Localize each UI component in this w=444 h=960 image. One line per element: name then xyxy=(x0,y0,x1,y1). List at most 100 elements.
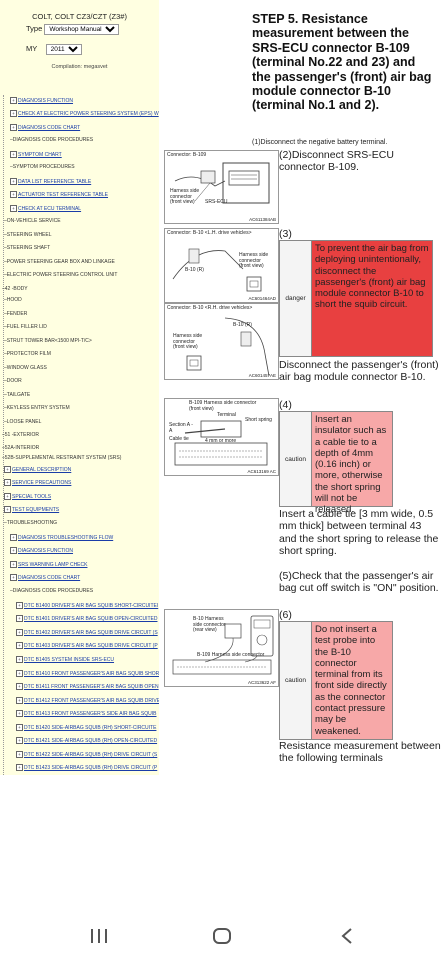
tree-item[interactable]: +DIAGNOSIS FUNCTION xyxy=(10,547,73,554)
expand-icon[interactable]: + xyxy=(4,466,11,473)
figure-code: AC613169 AC xyxy=(247,469,276,474)
label-section: Section A - A xyxy=(169,422,193,434)
expand-icon[interactable]: + xyxy=(16,710,23,717)
tree-item[interactable]: –KEYLESS ENTRY SYSTEM xyxy=(4,405,70,411)
expand-icon[interactable]: + xyxy=(16,629,23,636)
tree-item-label: FENDER xyxy=(6,311,28,317)
expand-icon[interactable]: + xyxy=(16,764,23,771)
expand-icon[interactable]: + xyxy=(10,124,17,131)
tree-item[interactable]: +DTC B1410 FRONT PASSENGER'S AIR BAG SQU… xyxy=(16,670,159,677)
tree-item[interactable]: –52A-INTERIOR xyxy=(2,445,39,451)
tree-item[interactable]: +DIAGNOSIS CODE CHART xyxy=(10,574,80,581)
tree-item[interactable]: –52B-SUPPLEMENTAL RESTRAINT SYSTEM (SRS) xyxy=(2,455,121,461)
tree-item[interactable]: +DTC B1422 SIDE-AIRBAG SQUIB (RH) DRIVE … xyxy=(16,751,157,758)
tree-item[interactable]: +DTC B1400 DRIVER'S AIR BAG SQUIB SHORT-… xyxy=(16,602,158,609)
tree-item[interactable]: +DTC B1401 DRIVER'S AIR BAG SQUIB OPEN-C… xyxy=(16,615,157,622)
expand-icon[interactable]: + xyxy=(16,656,23,663)
tree-item[interactable]: +DTC B1403 DRIVER'S AIR BAG SQUIB DRIVE … xyxy=(16,642,158,649)
tree-item[interactable]: –STRUT TOWER BAR<1500 MPI-T/C> xyxy=(4,338,92,344)
expand-icon[interactable]: + xyxy=(16,724,23,731)
tree-item[interactable]: –STEERING SHAFT xyxy=(4,245,50,251)
expand-icon[interactable]: + xyxy=(16,751,23,758)
tree-item[interactable]: –TROUBLESHOOTING xyxy=(4,520,57,526)
tree-item-label: 42 -BODY xyxy=(4,286,28,292)
tree-item-label: 52B-SUPPLEMENTAL RESTRAINT SYSTEM (SRS) xyxy=(4,455,122,461)
tree-item[interactable]: –POWER STEERING GEAR BOX AND LINKAGE xyxy=(4,259,115,265)
tree-item[interactable]: –STEERING WHEEL xyxy=(4,232,52,238)
tree-item[interactable]: +CHECK AT ELECTRIC POWER STEERING SYSTEM… xyxy=(10,110,159,117)
expand-icon[interactable]: + xyxy=(10,534,17,541)
expand-icon[interactable]: + xyxy=(10,110,17,117)
tree-item[interactable]: –WINDOW GLASS xyxy=(4,365,47,371)
tree-item[interactable]: –TAILGATE xyxy=(4,392,30,398)
tree-item[interactable]: +TEST EQUIPMENTS xyxy=(4,506,59,513)
label-b109: B-109 Harness side connector xyxy=(197,652,265,658)
tree-item[interactable]: –HOOD xyxy=(4,297,22,303)
expand-icon[interactable]: + xyxy=(16,683,23,690)
tree-item[interactable]: +DIAGNOSIS TROUBLESHOOTING FLOW xyxy=(10,534,113,541)
tree-item[interactable]: +DTC B1411 FRONT PASSENGER'S AIR BAG SQU… xyxy=(16,683,159,690)
expand-icon[interactable]: + xyxy=(10,178,17,185)
tree-item[interactable]: –FUEL FILLER LID xyxy=(4,324,47,330)
model-year-select[interactable]: 2011 xyxy=(45,44,82,55)
tree-item[interactable]: +CHECK AT ECU TERMINAL xyxy=(10,205,81,212)
home-icon[interactable] xyxy=(211,927,233,945)
tree-item[interactable]: +DTC B1421 SIDE-AIRBAG SQUIB (RH) OPEN-C… xyxy=(16,737,157,744)
expand-icon[interactable]: + xyxy=(16,697,23,704)
expand-icon[interactable]: + xyxy=(4,479,11,486)
tree-item[interactable]: +DTC B1423 SIDE-AIRBAG SQUIB (RH) DRIVE … xyxy=(16,764,157,771)
expand-icon[interactable]: + xyxy=(16,602,23,609)
tree-item[interactable]: +DTC B1405 SYSTEM INSIDE SRS-ECU xyxy=(16,656,114,663)
expand-icon[interactable]: + xyxy=(10,547,17,554)
expand-icon[interactable]: + xyxy=(10,574,17,581)
danger-label: danger xyxy=(280,241,312,356)
tree-item[interactable]: +GENERAL DESCRIPTION xyxy=(4,466,71,473)
expand-icon[interactable]: + xyxy=(16,670,23,677)
tree-item[interactable]: +DIAGNOSIS CODE CHART xyxy=(10,124,80,131)
tree-item-label: STEERING WHEEL xyxy=(6,232,52,238)
tree-item[interactable]: +DTC B1402 DRIVER'S AIR BAG SQUIB DRIVE … xyxy=(16,629,158,636)
tree-item[interactable]: –DIAGNOSIS CODE PROCEDURES xyxy=(10,588,93,594)
expand-icon[interactable]: + xyxy=(10,561,17,568)
tree-item[interactable]: –DIAGNOSIS CODE PROCEDURES xyxy=(10,137,93,143)
tree-item[interactable]: –DOOR xyxy=(4,378,22,384)
tree-item-label: CHECK AT ELECTRIC POWER STEERING SYSTEM … xyxy=(18,110,159,117)
recent-apps-icon[interactable] xyxy=(89,927,109,945)
tree-item-label: POWER STEERING GEAR BOX AND LINKAGE xyxy=(6,259,115,265)
tree-item[interactable]: –SYMPTOM PROCEDURES xyxy=(10,164,75,170)
expand-icon[interactable]: + xyxy=(16,615,23,622)
expand-icon[interactable]: + xyxy=(10,205,17,212)
tree-item[interactable]: –FENDER xyxy=(4,311,27,317)
expand-icon[interactable]: + xyxy=(16,642,23,649)
expand-icon[interactable]: + xyxy=(10,97,17,104)
figure-caption: Connector: B-10 <R.H. drive vehicles> xyxy=(167,305,253,311)
type-select[interactable]: Workshop Manual xyxy=(44,24,120,35)
tree-branch-icon: – xyxy=(4,419,7,425)
tree-item[interactable]: –LOOSE PANEL xyxy=(4,419,41,425)
expand-icon[interactable]: + xyxy=(10,151,17,158)
expand-icon[interactable]: + xyxy=(4,493,11,500)
tree-item[interactable]: +SPECIAL TOOLS xyxy=(4,493,51,500)
tree-item[interactable]: –51 -EXTERIOR xyxy=(2,432,39,438)
tree-branch-icon: – xyxy=(4,392,7,398)
tree-item-label: DTC B1420 SIDE-AIRBAG SQUIB (RH) SHORT-C… xyxy=(24,724,157,731)
expand-icon[interactable]: + xyxy=(16,737,23,744)
tree-item[interactable]: +SYMPTOM CHART xyxy=(10,151,62,158)
tree-item[interactable]: +DTC B1420 SIDE-AIRBAG SQUIB (RH) SHORT-… xyxy=(16,724,156,731)
expand-icon[interactable]: + xyxy=(10,191,17,198)
tree-item[interactable]: +SRS WARNING LAMP CHECK xyxy=(10,561,87,568)
tree-item[interactable]: –42 -BODY xyxy=(2,286,28,292)
tree-item[interactable]: +DTC B1413 FRONT PASSENGER'S SIDE AIR BA… xyxy=(16,710,156,717)
expand-icon[interactable]: + xyxy=(4,506,11,513)
tree-item[interactable]: +DTC B1412 FRONT PASSENGER'S AIR BAG SQU… xyxy=(16,697,159,704)
tree-item[interactable]: +DATA LIST REFERENCE TABLE xyxy=(10,178,91,185)
tree-item[interactable]: +SERVICE PRECAUTIONS xyxy=(4,479,71,486)
back-icon[interactable] xyxy=(339,927,355,945)
tree-item[interactable]: +DIAGNOSIS FUNCTION xyxy=(10,97,73,104)
tree-item[interactable]: –PROTECTOR FILM xyxy=(4,351,51,357)
tree-item[interactable]: –ON-VEHICLE SERVICE xyxy=(4,218,61,224)
danger-box: danger To prevent the air bag from deplo… xyxy=(279,240,433,357)
tree-item[interactable]: +ACTUATOR TEST REFERENCE TABLE xyxy=(10,191,108,198)
tree-item[interactable]: –ELECTRIC POWER STEERING CONTROL UNIT xyxy=(4,272,117,278)
